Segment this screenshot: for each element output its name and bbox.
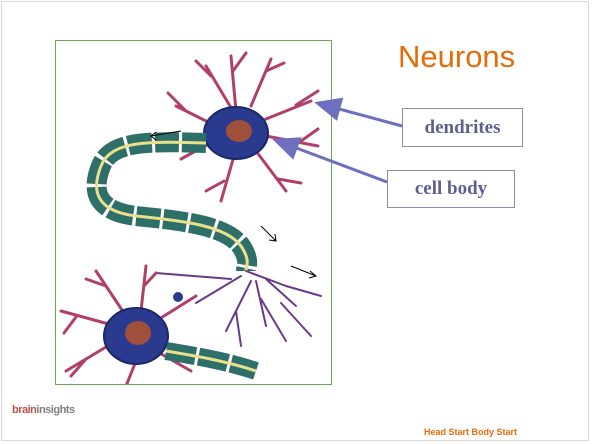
- brain-insights-logo: braininsights: [12, 405, 75, 416]
- logo-insights: insights: [36, 404, 74, 416]
- dendrites-arrow: [317, 103, 402, 126]
- dendrites-label: dendrites: [402, 108, 523, 147]
- cell-body-label: cell body: [387, 170, 515, 208]
- cell-body-arrow: [275, 140, 387, 182]
- logo-brain: brain: [12, 404, 36, 416]
- footer-text: Head Start Body Start: [424, 427, 517, 437]
